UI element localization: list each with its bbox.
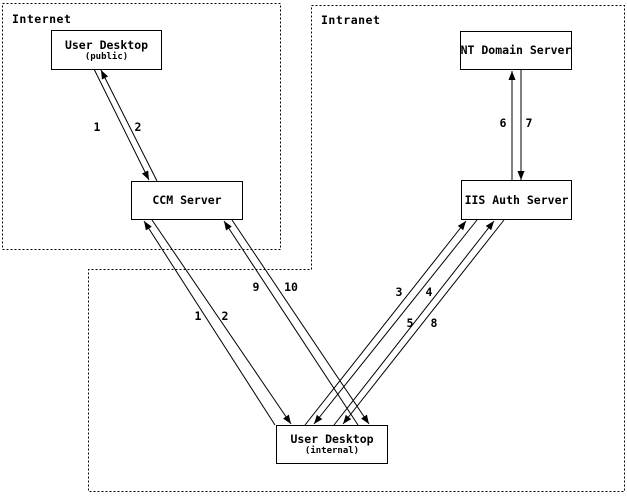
node-ccm-server: CCM Server — [131, 181, 243, 220]
zone-label-internet: Internet — [12, 12, 72, 26]
node-user-desktop-public: User Desktop (public) — [51, 30, 162, 70]
arrow-internal-to-ccm-1 — [143, 220, 276, 426]
node-title: CCM Server — [152, 193, 222, 207]
node-iis-auth-server: IIS Auth Server — [461, 180, 572, 220]
step-label-internal-2: 2 — [221, 309, 229, 323]
step-label-10: 10 — [284, 280, 298, 294]
step-label-6: 6 — [499, 116, 507, 130]
arrow-ccm-to-internal-10 — [231, 219, 370, 425]
node-subtitle: (internal) — [304, 446, 360, 456]
arrow-ccm-to-public-2 — [100, 69, 158, 182]
node-title: NT Domain Server — [460, 43, 572, 57]
node-nt-domain-server: NT Domain Server — [460, 31, 572, 70]
arrow-iis-to-internal-4 — [313, 219, 478, 425]
intranet-zone-border — [88, 5, 625, 492]
arrow-internal-to-iis-5 — [333, 220, 495, 426]
node-title: User Desktop — [64, 37, 149, 52]
zone-label-intranet: Intranet — [321, 13, 381, 27]
arrow-internal-to-iis-3 — [304, 220, 467, 426]
node-subtitle: (public) — [84, 51, 129, 62]
arrow-internal-to-ccm-9 — [223, 220, 359, 426]
node-title: User Desktop — [290, 432, 374, 446]
arrow-ccm-to-internal-2 — [151, 219, 292, 425]
internet-zone-border — [2, 3, 281, 250]
node-user-desktop-internal: User Desktop (internal) — [276, 425, 388, 464]
step-label-9: 9 — [252, 280, 260, 294]
step-label-3: 3 — [395, 285, 403, 299]
step-label-8: 8 — [430, 316, 438, 330]
step-label-public-1: 1 — [93, 120, 101, 134]
step-label-5: 5 — [406, 316, 414, 330]
step-label-7: 7 — [525, 116, 533, 130]
step-label-public-2: 2 — [134, 120, 142, 134]
arrow-iis-to-internal-8 — [342, 219, 505, 425]
node-title: IIS Auth Server — [464, 192, 569, 207]
step-label-internal-1: 1 — [194, 309, 202, 323]
arrow-public-to-ccm-1 — [93, 68, 150, 181]
step-label-4: 4 — [425, 285, 433, 299]
